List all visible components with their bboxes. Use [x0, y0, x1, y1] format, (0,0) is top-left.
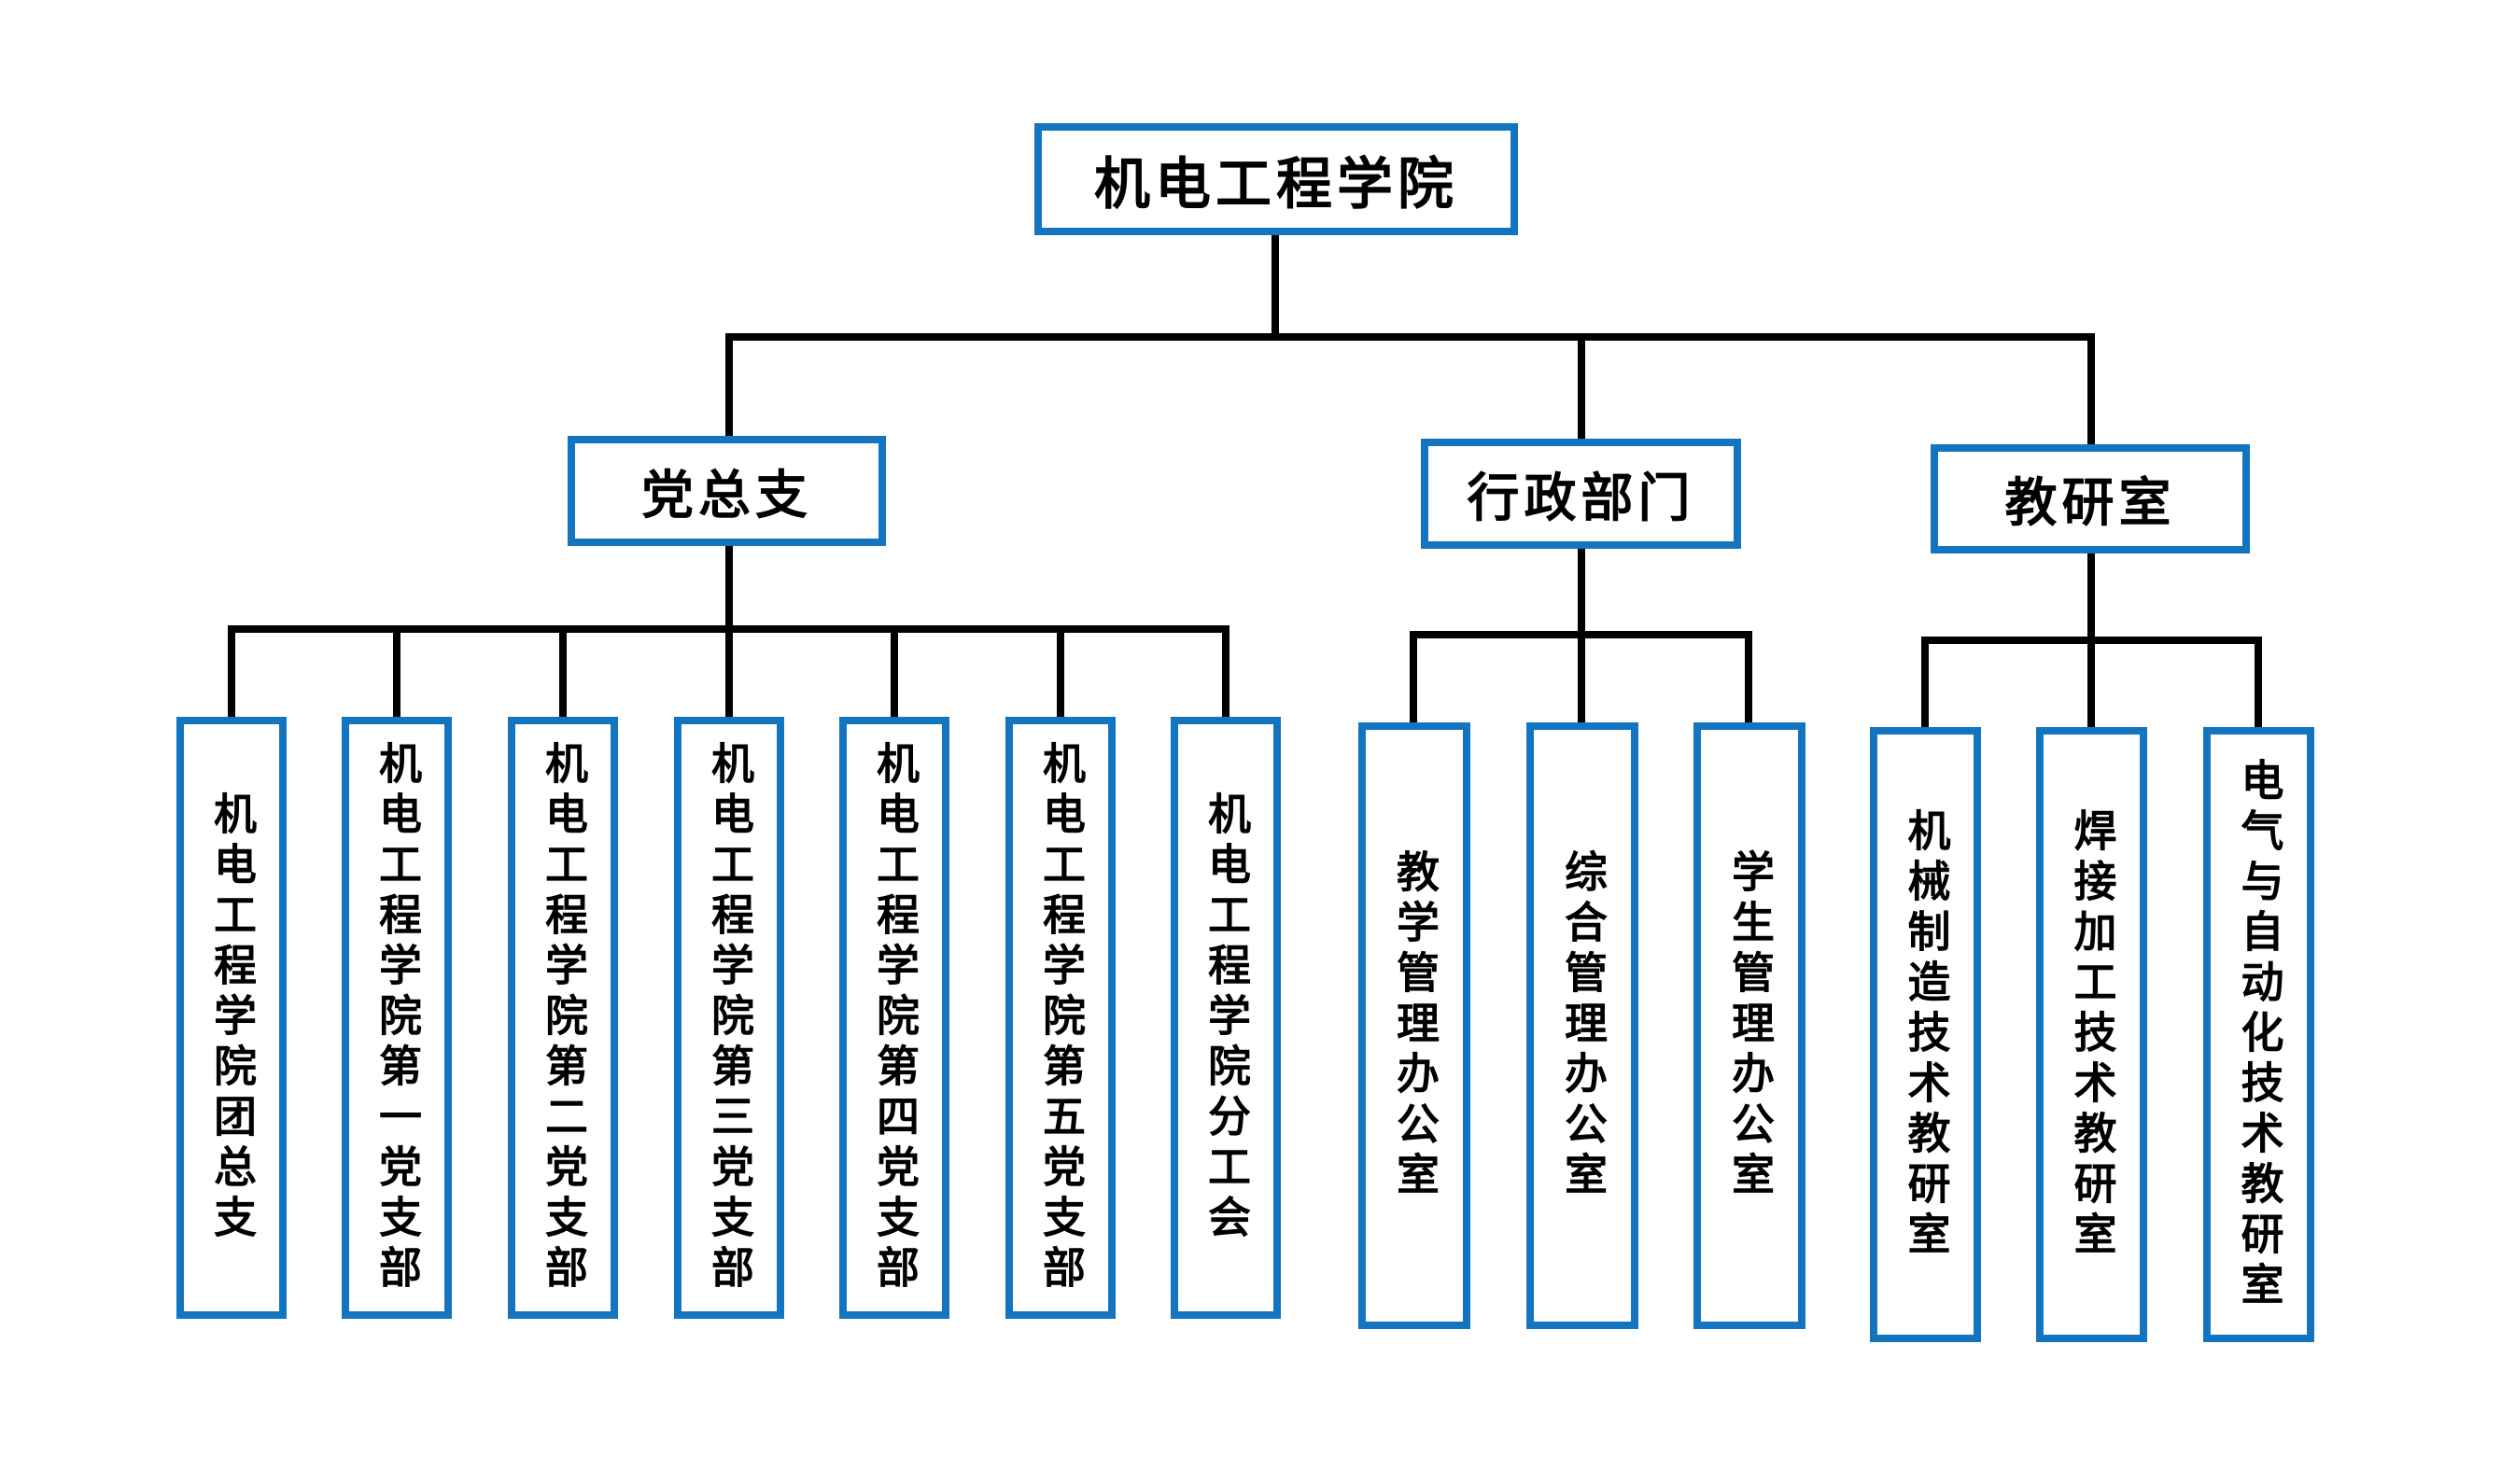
root-box-college: 机电工程学院 [1034, 123, 1518, 235]
leaf-box-youth-league-general-branch: 机电工程学院团总支 [176, 717, 287, 1319]
leaf-box-student-management-office: 学生管理办公室 [1693, 722, 1805, 1329]
leaf-box-union-branch: 机电工程学院分工会 [1171, 717, 1281, 1319]
connector-admin-vertical [1578, 549, 1585, 638]
leaf-box-electrical-automation-tech-office: 电气与自动化技术教研室 [2203, 727, 2314, 1342]
leaf-box-general-management-office: 综合管理办公室 [1526, 722, 1638, 1329]
leaf-label: 机电工程学院第二党支部 [540, 740, 587, 1295]
leaf-box-party-branch-3: 机电工程学院第三党支部 [674, 717, 784, 1319]
group-label: 党总支 [641, 467, 812, 525]
connector-drop-leaf [393, 625, 400, 717]
leaf-label: 综合管理办公室 [1559, 849, 1607, 1202]
connector-drop-leaf [2087, 637, 2095, 727]
group-label: 教研室 [2004, 475, 2176, 533]
group-box-teaching-research-office: 教研室 [1931, 444, 2250, 553]
leaf-label: 机电工程学院分工会 [1202, 791, 1250, 1245]
connector-drop-leaf [891, 625, 898, 717]
connector-drop-leaf [1921, 637, 1929, 727]
leaf-label: 机电工程学院第五党支部 [1037, 740, 1085, 1295]
group-label: 行政部门 [1467, 469, 1695, 528]
connector-teaching-research-vertical [2087, 553, 2095, 644]
connector-root-vertical [1272, 235, 1279, 341]
connector-drop-leaf [2255, 637, 2262, 727]
connector-drop-teaching-research [2087, 341, 2095, 444]
leaf-label: 机电工程学院第一党支部 [373, 740, 421, 1295]
connector-level1-horizontal [725, 333, 2095, 341]
connector-drop-leaf [1578, 631, 1585, 722]
connector-drop-leaf [1410, 631, 1417, 722]
leaf-label: 电气与自动化技术教研室 [2235, 757, 2283, 1312]
leaf-box-party-branch-1: 机电工程学院第一党支部 [342, 717, 452, 1319]
leaf-box-party-branch-4: 机电工程学院第四党支部 [839, 717, 949, 1319]
leaf-label: 机电工程学院团总支 [208, 791, 256, 1245]
leaf-box-party-branch-5: 机电工程学院第五党支部 [1005, 717, 1116, 1319]
leaf-label: 焊接加工技术教研室 [2068, 807, 2116, 1262]
connector-drop-leaf [1057, 625, 1064, 717]
connector-drop-admin [1578, 341, 1585, 439]
connector-drop-leaf [559, 625, 567, 717]
connector-party-vertical [725, 546, 733, 633]
leaf-label: 教学管理办公室 [1391, 849, 1439, 1202]
connector-drop-party [725, 341, 733, 436]
connector-drop-leaf [725, 625, 733, 717]
leaf-label: 学生管理办公室 [1726, 849, 1774, 1202]
group-box-party-general-branch: 党总支 [568, 436, 886, 546]
leaf-label: 机械制造技术教研室 [1902, 807, 1950, 1262]
group-box-administrative-departments: 行政部门 [1421, 439, 1741, 549]
leaf-box-teaching-management-office: 教学管理办公室 [1358, 722, 1470, 1329]
connector-drop-leaf [1222, 625, 1229, 717]
leaf-label: 机电工程学院第三党支部 [706, 740, 753, 1295]
leaf-box-machinery-manufacturing-tech-office: 机械制造技术教研室 [1870, 727, 1981, 1342]
leaf-box-party-branch-2: 机电工程学院第二党支部 [508, 717, 618, 1319]
leaf-box-welding-processing-tech-office: 焊接加工技术教研室 [2036, 727, 2147, 1342]
connector-drop-leaf [228, 625, 235, 717]
root-label: 机电工程学院 [1094, 153, 1458, 216]
leaf-label: 机电工程学院第四党支部 [871, 740, 919, 1295]
connector-drop-leaf [1745, 631, 1752, 722]
